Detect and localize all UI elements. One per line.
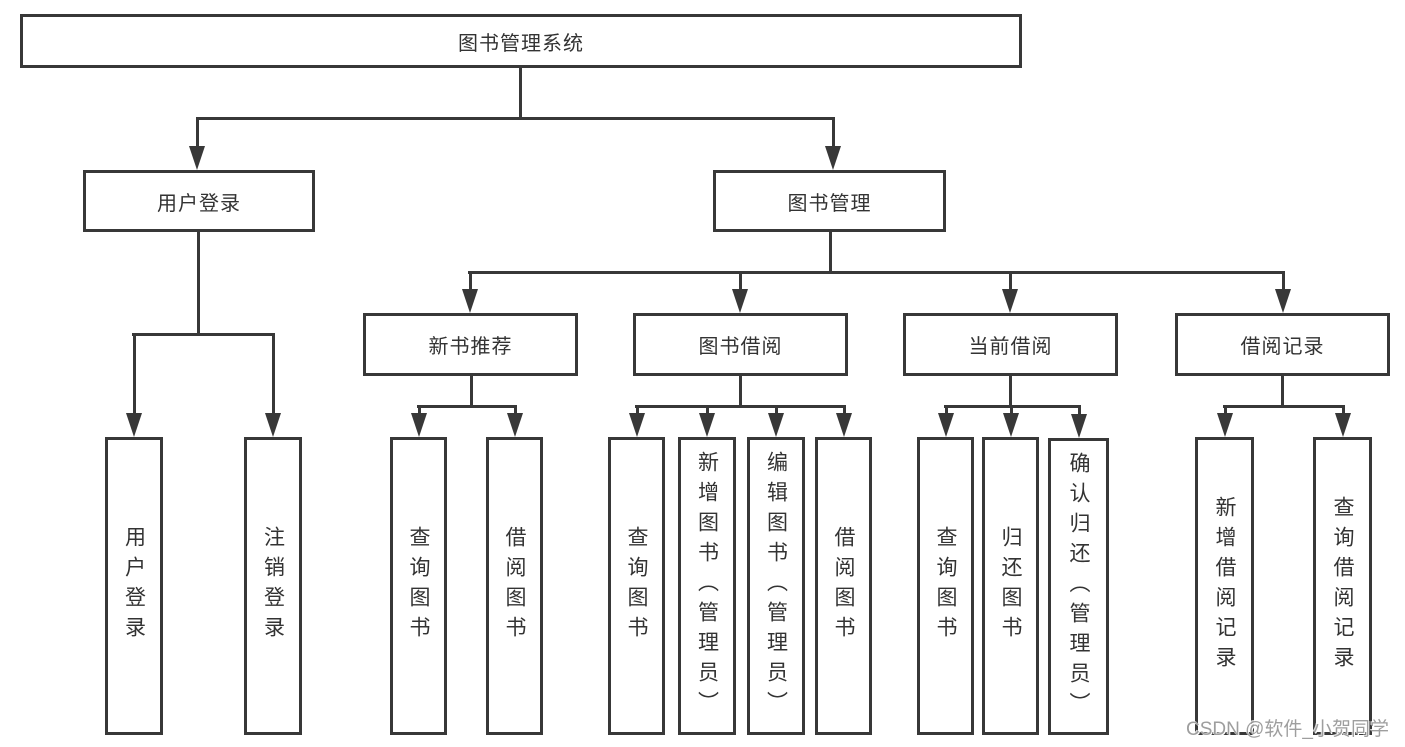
- arrow-into-leaf-logout: [265, 413, 281, 437]
- connector-records-rail: [1223, 405, 1344, 408]
- node-label: 确认归还（管理员）: [1067, 451, 1090, 722]
- connector-drop-borrow-records: [1282, 271, 1285, 291]
- connector-root-drop-user-login: [196, 117, 199, 148]
- connector-drop-records-add: [1224, 405, 1227, 415]
- node-label: 新书推荐: [428, 336, 513, 358]
- node-label: 用户登录: [122, 526, 146, 646]
- connector-drop-current-query: [945, 405, 948, 415]
- connector-drop-leaf-logout: [272, 333, 275, 414]
- arrow-into-borrow-query: [629, 413, 645, 437]
- leaf-borrow-query-books: 查询图书: [608, 437, 665, 735]
- connector-drop-borrow-edit: [775, 405, 778, 415]
- arrow-into-new-book-recommend: [462, 289, 478, 313]
- connector-borrow-rail: [635, 405, 845, 408]
- arrow-into-user-login: [189, 146, 205, 170]
- leaf-user-login: 用户登录: [105, 437, 163, 735]
- connector-drop-borrow-add: [706, 405, 709, 415]
- leaf-current-return-books: 归还图书: [982, 437, 1039, 735]
- connector-recommend-trunk: [470, 374, 473, 408]
- arrow-into-current-query: [938, 413, 954, 437]
- connector-root-trunk: [519, 68, 522, 119]
- node-label: 图书管理系统: [458, 32, 584, 55]
- connector-drop-book-borrow: [739, 271, 742, 291]
- node-label: 查询图书: [407, 526, 430, 646]
- leaf-recommend-query-books: 查询图书: [390, 437, 447, 735]
- node-label: 归还图书: [999, 526, 1022, 646]
- connector-book-management-trunk: [829, 230, 832, 273]
- connector-drop-borrow-query: [636, 405, 639, 415]
- leaf-records-query-borrow-record: 查询借阅记录: [1313, 437, 1372, 735]
- leaf-borrow-edit-books-admin: 编辑图书（管理员）: [747, 437, 805, 735]
- leaf-borrow-add-books-admin: 新增图书（管理员）: [678, 437, 736, 735]
- node-label: 查询图书: [934, 526, 957, 646]
- connector-drop-current-confirm: [1078, 405, 1081, 415]
- node-label: 借阅图书: [503, 526, 526, 646]
- connector-recommend-rail: [417, 405, 516, 408]
- node-new-book-recommend: 新书推荐: [363, 313, 578, 376]
- connector-drop-new-book-recommend: [469, 271, 472, 291]
- arrow-into-book-borrow: [732, 289, 748, 313]
- arrow-into-records-add: [1217, 413, 1233, 437]
- node-label: 编辑图书（管理员）: [764, 451, 788, 721]
- arrow-into-borrow-records: [1275, 289, 1291, 313]
- node-label: 新增图书（管理员）: [695, 451, 719, 721]
- leaf-current-confirm-return-admin: 确认归还（管理员）: [1048, 438, 1109, 735]
- arrow-into-records-query: [1335, 413, 1351, 437]
- leaf-records-add-borrow-record: 新增借阅记录: [1195, 437, 1254, 735]
- node-label: 查询借阅记录: [1331, 496, 1354, 676]
- connector-drop-current-return: [1010, 405, 1013, 415]
- node-borrow-records: 借阅记录: [1175, 313, 1390, 376]
- arrow-into-recommend-query: [411, 413, 427, 437]
- connector-drop-current-borrow: [1009, 271, 1012, 291]
- connector-drop-leaf-user-login: [133, 333, 136, 414]
- node-label: 注销登录: [261, 526, 285, 646]
- leaf-logout: 注销登录: [244, 437, 302, 735]
- node-label: 当前借阅: [968, 336, 1053, 358]
- node-book-management: 图书管理: [713, 170, 946, 232]
- node-user-login: 用户登录: [83, 170, 315, 232]
- node-label: 借阅图书: [832, 526, 855, 646]
- arrow-into-current-return: [1003, 413, 1019, 437]
- root-node-library-management-system: 图书管理系统: [20, 14, 1022, 68]
- connector-book-management-rail: [468, 271, 1285, 274]
- connector-user-login-rail: [132, 333, 275, 336]
- connector-current-trunk: [1009, 374, 1012, 408]
- arrow-into-current-borrow: [1002, 289, 1018, 313]
- arrow-into-borrow-borrow: [836, 413, 852, 437]
- connector-drop-records-query: [1342, 405, 1345, 415]
- connector-user-login-trunk: [197, 230, 200, 335]
- arrow-into-recommend-borrow: [507, 413, 523, 437]
- arrow-into-leaf-user-login: [126, 413, 142, 437]
- node-book-borrow: 图书借阅: [633, 313, 848, 376]
- connector-root-drop-book-management: [832, 117, 835, 148]
- arrow-into-borrow-add: [699, 413, 715, 437]
- connector-records-trunk: [1281, 374, 1284, 408]
- connector-drop-borrow-borrow: [843, 405, 846, 415]
- arrow-into-book-management: [825, 146, 841, 170]
- leaf-borrow-borrow-books: 借阅图书: [815, 437, 872, 735]
- arrow-into-borrow-edit: [768, 413, 784, 437]
- node-label: 新增借阅记录: [1213, 496, 1236, 676]
- leaf-current-query-books: 查询图书: [917, 437, 974, 735]
- node-label: 查询图书: [625, 526, 648, 646]
- arrow-into-current-confirm: [1071, 414, 1087, 438]
- csdn-watermark: CSDN @软件_小贺同学: [1186, 719, 1389, 740]
- leaf-recommend-borrow-books: 借阅图书: [486, 437, 543, 735]
- node-label: 借阅记录: [1240, 336, 1325, 358]
- node-current-borrow: 当前借阅: [903, 313, 1118, 376]
- connector-drop-recommend-borrow: [514, 405, 517, 415]
- connector-drop-recommend-query: [418, 405, 421, 415]
- node-label: 用户登录: [157, 192, 241, 215]
- connector-root-rail: [196, 117, 834, 120]
- connector-borrow-trunk: [739, 374, 742, 408]
- node-label: 图书管理: [787, 192, 872, 215]
- node-label: 图书借阅: [698, 336, 783, 358]
